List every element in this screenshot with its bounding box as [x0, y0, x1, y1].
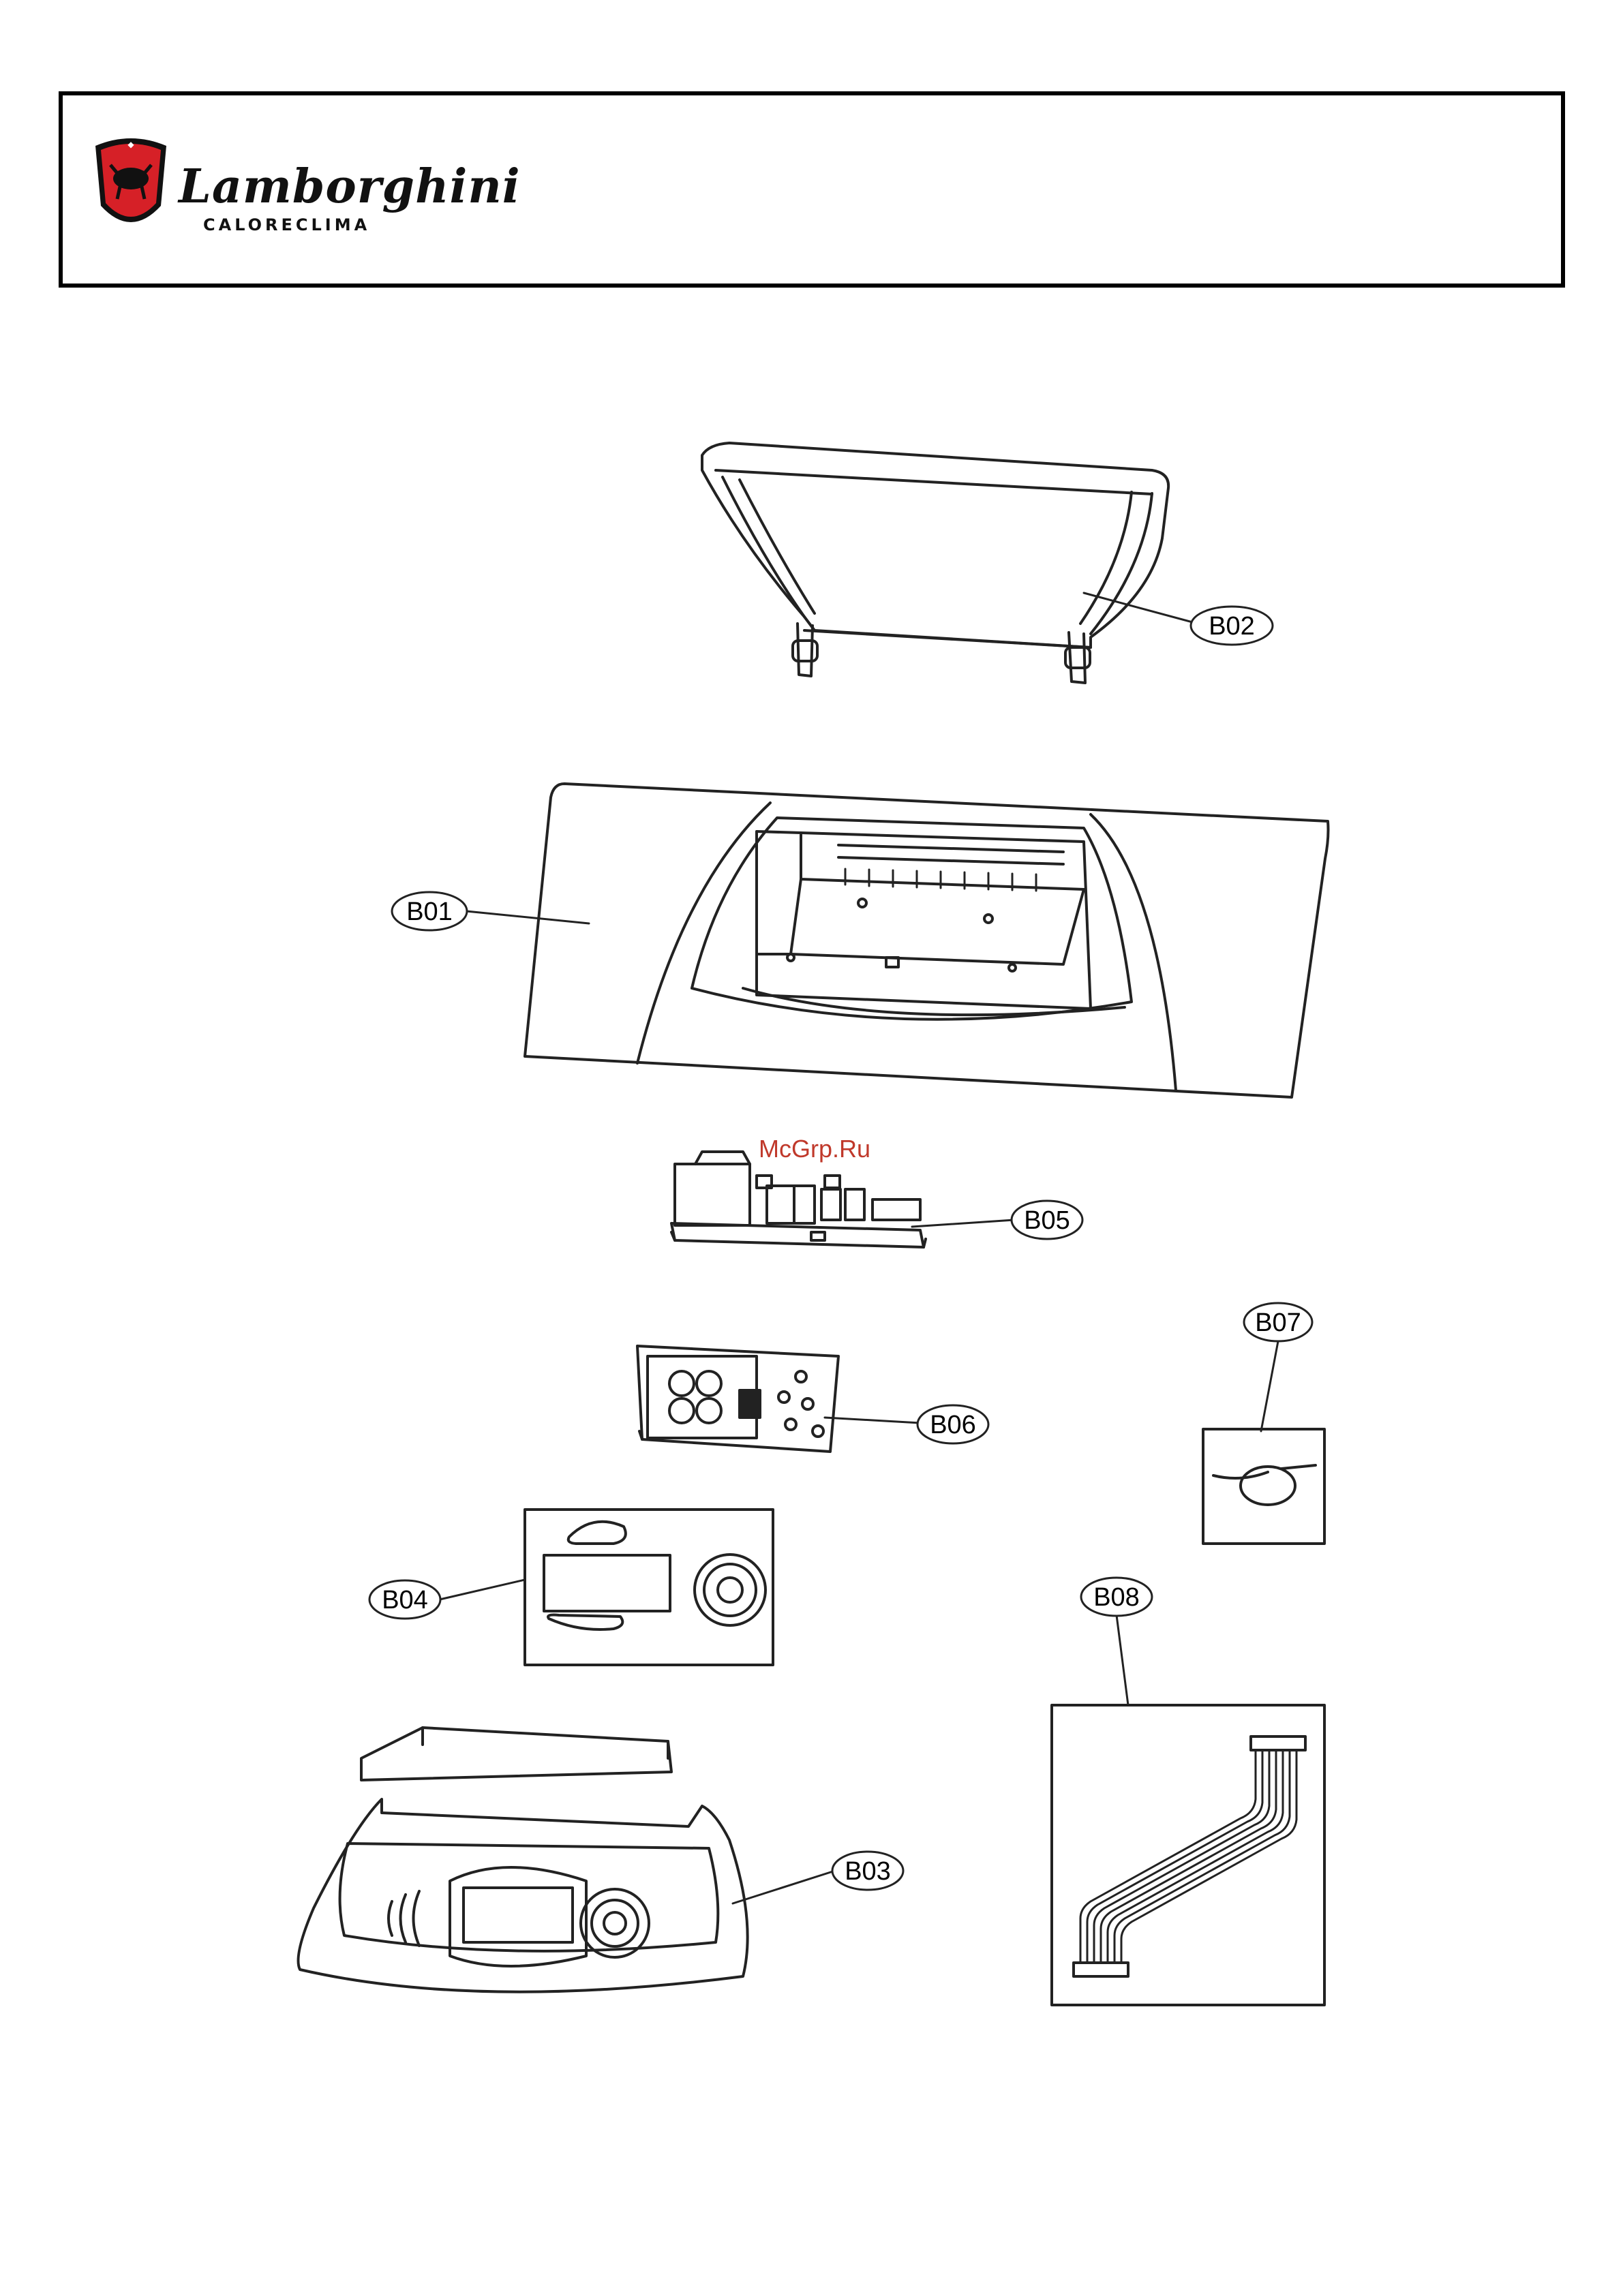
label-b03: B03	[845, 1857, 891, 1886]
part-b06-display-board	[637, 1346, 838, 1452]
watermark-text: McGrp.Ru	[759, 1135, 870, 1163]
part-b07-sensor	[1203, 1429, 1324, 1544]
label-b06: B06	[930, 1411, 976, 1439]
callout-labels: B02 B01 B05 B07 B06 B04 B08 B03 McGrp.Ru	[382, 612, 1301, 1886]
part-b04-button-set	[525, 1510, 773, 1665]
callouts	[369, 593, 1312, 1903]
label-b07: B07	[1255, 1308, 1301, 1337]
part-b05-power-board	[671, 1152, 926, 1247]
part-b01-housing	[525, 784, 1329, 1097]
label-b05: B05	[1024, 1206, 1070, 1235]
part-b02-lid	[702, 443, 1168, 683]
label-b08: B08	[1093, 1583, 1140, 1612]
part-b08-wire-harness	[1052, 1705, 1324, 2005]
part-b03-front-panel	[299, 1728, 748, 1992]
label-b01: B01	[406, 898, 453, 926]
label-b02: B02	[1209, 612, 1255, 641]
label-b04: B04	[382, 1586, 428, 1614]
